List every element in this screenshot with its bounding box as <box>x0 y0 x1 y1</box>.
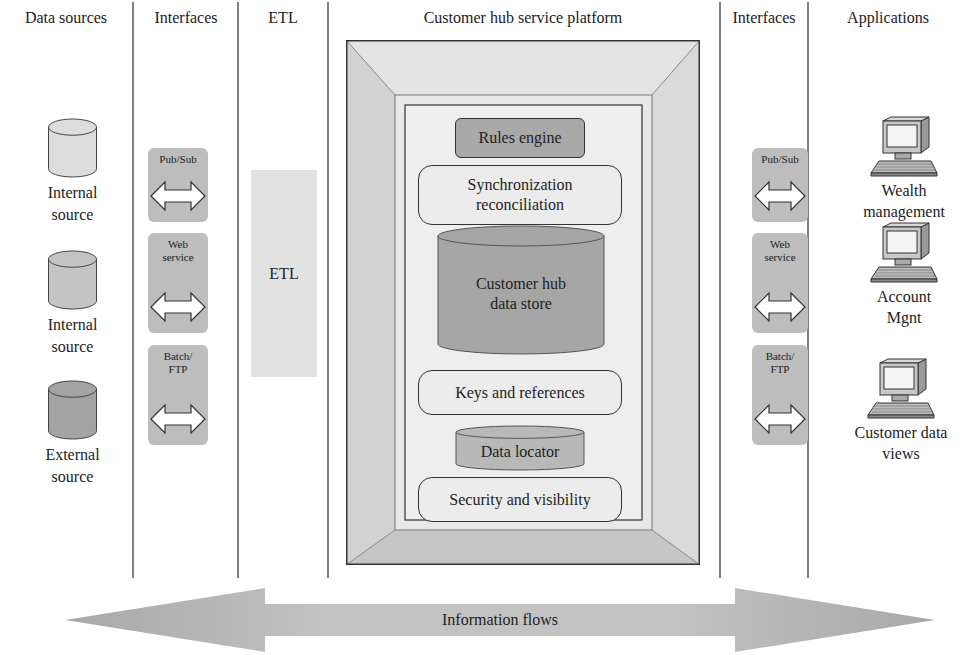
cylinder-shape <box>30 118 115 178</box>
rules-engine-box: Rules engine <box>455 118 585 158</box>
platform-frame: Customer hub service platformRules engin… <box>346 40 700 565</box>
node-text: Customer hub data store <box>455 274 587 314</box>
source-database: External source <box>30 380 115 490</box>
etl-box: ETL <box>251 170 317 377</box>
column-heading: Data sources <box>0 8 136 28</box>
double-arrow-icon <box>151 405 205 433</box>
application-terminal: Account Mgnt <box>848 222 960 332</box>
separator-line <box>327 2 329 578</box>
node-text: Pub/Sub <box>757 153 803 166</box>
node-text: Batch/ FTP <box>757 350 803 376</box>
node-text: Internal source <box>30 182 115 226</box>
interface-box: Batch/ FTP <box>752 345 808 445</box>
column-heading: Applications <box>818 8 958 28</box>
interface-box: Pub/Sub <box>752 148 808 222</box>
column-heading: Interfaces <box>694 8 834 28</box>
data-store-cylinder: Customer hub data store <box>437 225 605 355</box>
application-terminal: Customer data views <box>840 358 962 468</box>
node-text: ETL <box>263 264 304 284</box>
cylinder-shape <box>30 380 115 440</box>
interface-box: Batch/ FTP <box>148 345 208 445</box>
double-arrow-icon <box>755 293 805 321</box>
node-text: Customer hub service platform <box>326 8 720 28</box>
node-text: External source <box>30 444 115 488</box>
double-arrow-icon <box>755 182 805 210</box>
source-database: Internal source <box>30 118 115 228</box>
separator-line <box>719 2 721 578</box>
component-box: Security and visibility <box>418 477 622 522</box>
component-box: Keys and references <box>418 370 622 415</box>
component-box: Synchronization reconciliation <box>418 165 622 225</box>
computer-icon <box>840 358 962 420</box>
data-locator-cylinder: Data locator <box>455 425 585 471</box>
double-arrow-icon <box>755 405 805 433</box>
computer-icon <box>848 222 960 284</box>
interface-box: Web service <box>752 233 808 333</box>
application-terminal: Wealth management <box>848 116 960 226</box>
node-text: Rules engine <box>472 128 567 148</box>
double-arrow-icon <box>151 293 205 321</box>
separator-line <box>132 2 134 578</box>
node-text: Information flows <box>442 610 558 630</box>
computer-icon <box>848 116 960 178</box>
column-heading: Interfaces <box>116 8 256 28</box>
interface-box: Pub/Sub <box>148 148 208 222</box>
interface-box: Web service <box>148 233 208 333</box>
node-text: Account Mgnt <box>864 286 944 328</box>
node-text: Pub/Sub <box>155 153 201 166</box>
source-database: Internal source <box>30 250 115 360</box>
node-text: Web service <box>155 238 201 264</box>
separator-line <box>237 2 239 578</box>
node-text: Customer data views <box>845 422 957 464</box>
node-text: Web service <box>757 238 803 264</box>
node-text: Internal source <box>30 314 115 358</box>
cylinder-shape <box>30 250 115 310</box>
node-text: Security and visibility <box>443 490 596 510</box>
node-text: Data locator <box>475 442 566 462</box>
node-text: Wealth management <box>854 180 954 222</box>
double-arrow-icon <box>151 182 205 210</box>
node-text: Synchronization reconciliation <box>429 175 611 215</box>
node-text: Keys and references <box>449 383 591 403</box>
node-text: Batch/ FTP <box>155 350 201 376</box>
column-heading: ETL <box>213 8 353 28</box>
information-flow-arrow: Information flows <box>65 588 935 652</box>
